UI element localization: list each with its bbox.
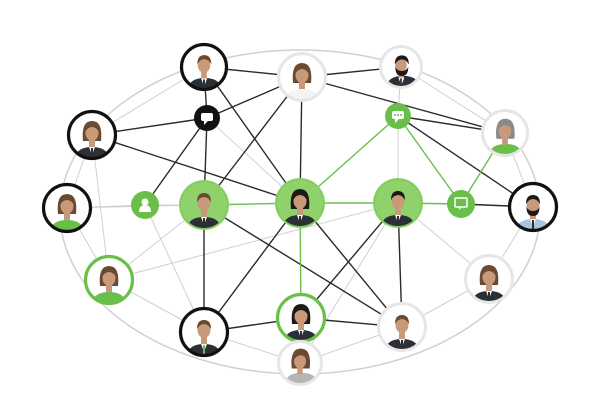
- face: [395, 317, 409, 333]
- edge-dark: [397, 115, 534, 208]
- hair: [482, 267, 496, 276]
- person-avatar: [179, 180, 229, 230]
- person-avatar: [464, 254, 514, 304]
- avatar-ring: [481, 109, 529, 157]
- person-avatar: [277, 52, 327, 102]
- avatar-ring: [179, 42, 229, 92]
- hair: [295, 65, 309, 74]
- face: [294, 308, 308, 324]
- avatar-ring: [66, 109, 118, 161]
- person-avatar: [507, 181, 559, 233]
- face: [102, 270, 116, 286]
- face: [482, 269, 496, 285]
- avatar-ring: [379, 45, 423, 89]
- hair: [197, 320, 211, 329]
- face: [391, 193, 405, 209]
- person-avatar: [277, 340, 323, 386]
- face: [295, 67, 309, 83]
- person-avatar: [83, 254, 135, 306]
- face: [498, 123, 512, 139]
- avatar-ring: [180, 181, 228, 229]
- person-avatar: [178, 306, 230, 358]
- person-avatar: [379, 45, 423, 89]
- hair: [391, 191, 405, 200]
- person-avatar: [377, 302, 427, 352]
- hair: [197, 193, 211, 202]
- avatar-ring: [178, 306, 230, 358]
- person-avatar: [275, 292, 327, 344]
- edge-green: [397, 115, 462, 205]
- face: [60, 198, 74, 214]
- edge-dark: [203, 202, 301, 333]
- chat-bubble-dots-icon: [385, 103, 411, 129]
- face: [526, 197, 540, 213]
- avatar-ring: [464, 254, 514, 304]
- hair: [395, 315, 409, 324]
- edge-dark: [203, 66, 301, 204]
- hair: [102, 268, 116, 277]
- user-icon: [131, 191, 159, 219]
- face: [197, 195, 211, 211]
- hair: [60, 196, 74, 205]
- hair: [294, 306, 308, 315]
- beard: [526, 207, 540, 216]
- face: [197, 57, 211, 73]
- edge-dark: [203, 204, 403, 328]
- avatar-ring: [276, 179, 324, 227]
- hair: [526, 195, 540, 204]
- avatar-ring: [507, 181, 559, 233]
- face: [85, 125, 99, 141]
- avatar-ring: [83, 254, 135, 306]
- message-screen-icon: [447, 190, 475, 218]
- edge-dark: [144, 117, 208, 206]
- face: [197, 322, 211, 338]
- network-nodes: [41, 42, 559, 386]
- person-avatar: [481, 109, 529, 157]
- edge-dark: [91, 134, 301, 204]
- edge-dark: [299, 202, 403, 328]
- hair: [293, 351, 308, 361]
- avatar-ring: [41, 182, 93, 234]
- face: [293, 193, 307, 209]
- hair: [197, 55, 212, 65]
- edge-light: [108, 202, 399, 281]
- person-avatar: [66, 109, 118, 161]
- avatar-ring: [277, 52, 327, 102]
- avatar-ring: [374, 179, 422, 227]
- person-avatar: [275, 178, 325, 228]
- beard: [395, 67, 409, 76]
- edge-dark: [203, 76, 303, 206]
- hair: [394, 55, 409, 65]
- hair: [293, 191, 307, 200]
- avatar-ring: [377, 302, 427, 352]
- face: [395, 58, 407, 73]
- chat-bubble-icon: [194, 105, 220, 131]
- person-avatar: [373, 178, 423, 228]
- hair: [498, 121, 513, 131]
- person-avatar: [41, 182, 93, 234]
- face: [294, 353, 306, 369]
- person-avatar: [179, 42, 229, 92]
- hair: [85, 123, 99, 132]
- avatar-ring: [277, 340, 323, 386]
